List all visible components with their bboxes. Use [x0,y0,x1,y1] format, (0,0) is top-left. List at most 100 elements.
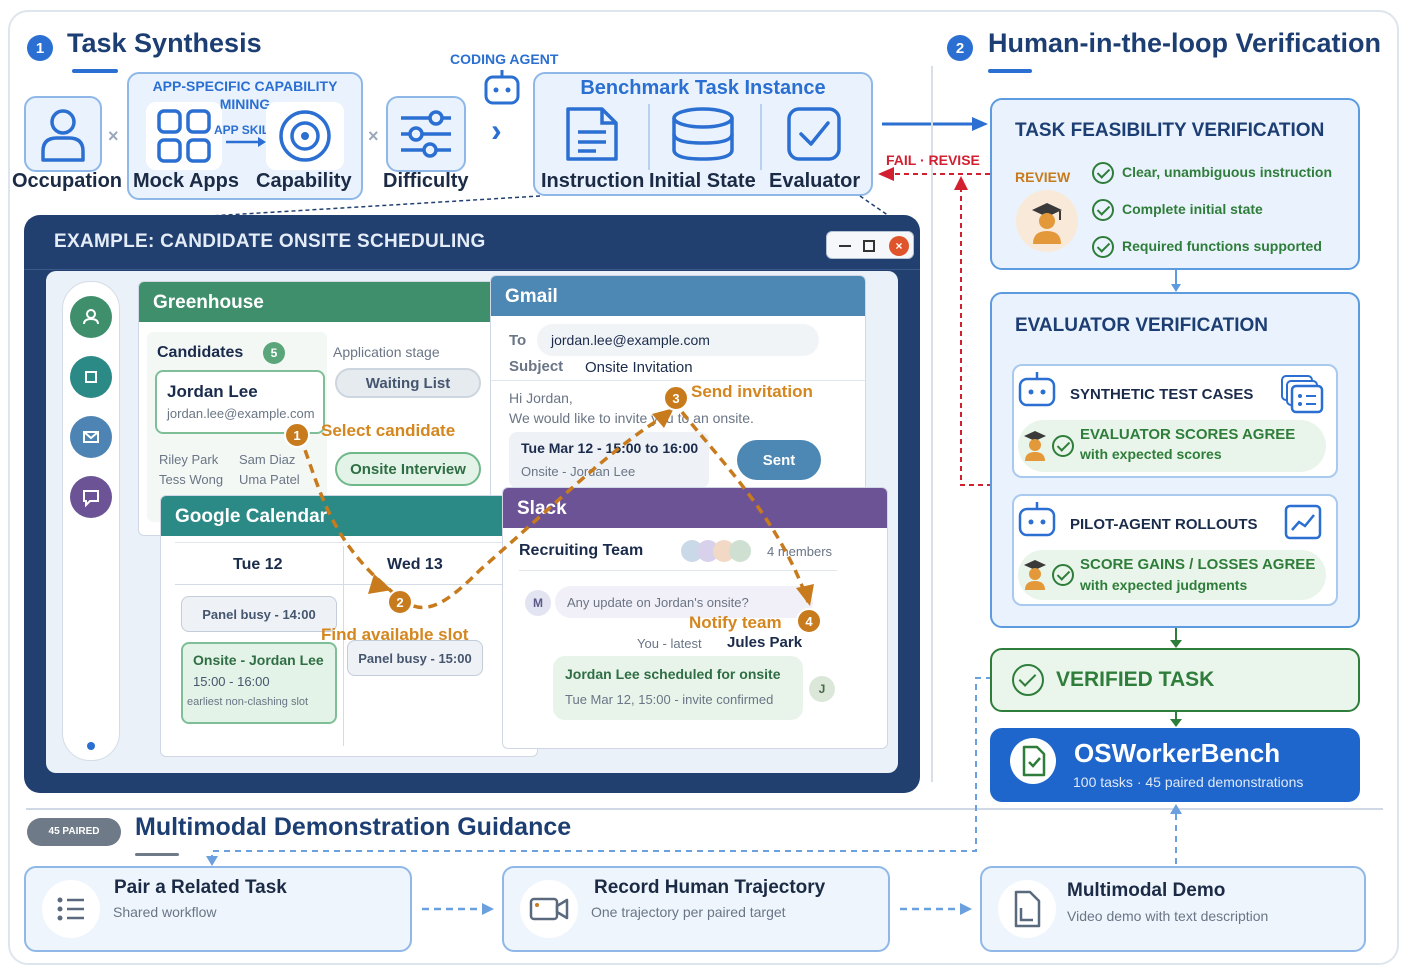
title-underline [135,853,179,856]
candidate-item[interactable]: Riley Park [159,452,219,467]
synthetic-title: SYNTHETIC TEST CASES [1070,386,1254,403]
chevron-right-icon: › [491,112,502,148]
calendar-header: Google Calendar [161,496,537,536]
mock-apps-label: Mock Apps [133,170,239,192]
example-window: EXAMPLE: CANDIDATE ONSITE SCHEDULING × G… [24,215,920,793]
waiting-list-chip[interactable]: Waiting List [335,368,481,398]
busy-slot[interactable]: Panel busy - 15:00 [347,640,483,676]
dock-indicator [87,742,95,750]
email-body-greeting: Hi Jordan, [509,390,573,406]
divider [648,104,650,170]
example-title: EXAMPLE: CANDIDATE ONSITE SCHEDULING [54,231,486,252]
capability-label: Capability [256,170,352,192]
graduate-icon [1024,431,1046,461]
message-bubble [555,586,813,618]
dock-person-icon[interactable] [70,296,112,338]
candidate-email: jordan.lee@example.com [167,406,315,421]
step-label: Send invitation [691,382,813,401]
section-number: 1 [27,35,53,61]
instruction-document-icon [566,107,618,161]
feasibility-check: Required functions supported [1122,238,1322,254]
reply-avatar: J [809,676,835,702]
minimize-icon[interactable] [839,245,851,247]
dock-chat-icon[interactable] [70,476,112,518]
greenhouse-header: Greenhouse [139,282,497,322]
difficulty-box [386,96,466,172]
close-icon[interactable]: × [889,236,909,256]
message-meta: You - latest [637,636,702,651]
busy-slot[interactable]: Panel busy - 14:00 [181,596,337,632]
app-skill-arrow [226,137,266,147]
benchmark-document-icon [1010,738,1056,784]
person-icon [30,102,96,166]
step-label: Select candidate [321,421,456,440]
message-avatar: M [525,590,551,616]
divider [175,584,525,585]
instruction-label: Instruction [541,170,645,192]
feasibility-check: Complete initial state [1122,201,1263,217]
greenhouse-window: Greenhouse Candidates 5 Jordan Lee jorda… [138,281,498,536]
email-body-text: We would like to invite you to an onsite… [509,410,754,426]
osworkerbench-subtitle: 100 tasks · 45 paired demonstrations [1073,774,1304,790]
pair-task-subtitle: Shared workflow [113,904,217,920]
difficulty-label: Difficulty [383,170,469,192]
divider [343,546,344,746]
reply-author: Jules Park [727,634,803,651]
to-value: jordan.lee@example.com [551,332,710,348]
reviewer-avatar [1016,190,1078,252]
record-trajectory-title: Record Human Trajectory [594,877,826,898]
candidate-item[interactable]: Sam Diaz [239,452,296,467]
osworkerbench-title: OSWorkerBench [1074,738,1281,768]
app-dock [62,281,120,761]
section-title: Task Synthesis [67,28,262,58]
step-number: 2 [387,589,413,615]
line-chart-icon [1284,504,1322,540]
agreement-line: with expected scores [1080,446,1222,462]
dock-mail-icon[interactable] [70,416,112,458]
candidate-item[interactable]: Tess Wong [159,472,224,487]
agreement-line: SCORE GAINS / LOSSES AGREE [1080,556,1316,573]
record-trajectory-subtitle: One trajectory per paired target [591,904,786,920]
channel-name[interactable]: Recruiting Team [519,542,644,559]
initial-state-label: Initial State [649,170,756,192]
google-calendar-window: Google Calendar Tue 12 Wed 13 Panel busy… [160,495,538,757]
section-number: 2 [947,35,973,61]
video-camera-icon [520,880,578,938]
review-label: REVIEW [1015,169,1071,185]
feasibility-title: TASK FEASIBILITY VERIFICATION [1015,120,1325,141]
onsite-slot-card[interactable] [181,642,337,724]
event-title: Onsite - Jordan Lee [521,464,636,479]
paired-badge: 45 PAIRED [27,818,121,846]
subject-value[interactable]: Onsite Invitation [585,359,693,376]
multimodal-demo-subtitle: Video demo with text description [1067,908,1269,924]
event-invite-card [509,432,709,488]
section-title: Human-in-the-loop Verification [988,28,1382,58]
apps-grid-icon [146,102,222,170]
database-icon [672,107,734,161]
fail-revise-label: FAIL · REVISE [886,152,980,168]
avatar [729,540,751,562]
coding-agent-label: CODING AGENT [450,51,559,67]
robot-icon [1018,372,1056,407]
pilot-title: PILOT-AGENT ROLLOUTS [1070,516,1258,533]
candidate-name: Jordan Lee [167,382,258,401]
dock-calendar-icon[interactable] [70,356,112,398]
robot-icon [484,70,520,105]
slot-note: earliest non-clashing slot [187,696,309,708]
sent-button[interactable]: Sent [737,440,821,480]
robot-icon [1018,502,1056,537]
slack-header: Slack [503,488,887,528]
onsite-interview-chip[interactable]: Onsite Interview [335,452,481,486]
maximize-icon[interactable] [863,240,875,252]
candidate-item[interactable]: Uma Patel [239,472,300,487]
slack-window: Slack Recruiting Team 4 members M Any up… [502,487,888,749]
divider [491,380,865,381]
to-field[interactable] [537,324,819,356]
candidates-label: Candidates [157,344,244,361]
reply-title: Jordan Lee scheduled for onsite [565,666,781,682]
event-time: Tue Mar 12 - 15:00 to 16:00 [521,440,699,456]
step-number: 4 [796,608,822,634]
divider [519,570,837,571]
evaluator-label: Evaluator [769,170,861,192]
